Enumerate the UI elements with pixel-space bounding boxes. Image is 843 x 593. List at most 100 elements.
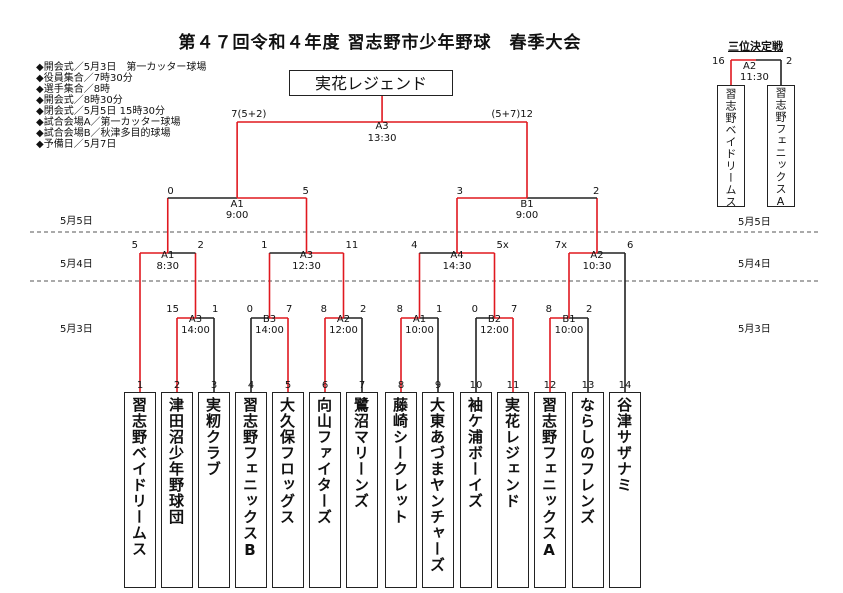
r1-score-right-4: 1 xyxy=(436,304,443,315)
team-number-11: 11 xyxy=(506,380,520,391)
team-number-2: 2 xyxy=(173,380,181,391)
team-number-8: 8 xyxy=(397,380,405,391)
info-line-4: ◆開会式／8時30分 xyxy=(36,95,123,106)
team-box-4: 習志野フェニックスB xyxy=(235,392,267,588)
r1-time-3: 12:00 xyxy=(329,325,358,336)
date-label-may4: 5月4日 xyxy=(60,259,93,270)
r2-score-right-2: 11 xyxy=(345,240,359,251)
r1-score-right-6: 2 xyxy=(586,304,593,315)
team-number-9: 9 xyxy=(434,380,442,391)
r1-score-right-5: 7 xyxy=(511,304,518,315)
r1-time-4: 10:00 xyxy=(405,325,434,336)
r1-time-1: 14:00 xyxy=(181,325,210,336)
third-place-team-right: 習志野フェニックスA xyxy=(767,85,795,207)
date-label-may5: 5月5日 xyxy=(60,216,93,227)
team-box-12: 習志野フェニックスA xyxy=(534,392,566,588)
date-label-may3: 5月3日 xyxy=(60,324,93,335)
team-number-6: 6 xyxy=(321,380,329,391)
team-number-3: 3 xyxy=(210,380,218,391)
r2-score-left-2: 1 xyxy=(261,240,268,251)
team-number-5: 5 xyxy=(284,380,292,391)
r1-time-6: 10:00 xyxy=(554,325,584,336)
r1-code-1: A3 xyxy=(188,314,203,325)
team-box-8: 藤崎シークレット xyxy=(385,392,417,588)
final-score-right: (5+7)12 xyxy=(491,109,533,120)
third-place-score-left: 16 xyxy=(712,56,725,67)
r2-time-2: 12:30 xyxy=(292,261,321,272)
final-time: 13:30 xyxy=(367,133,397,144)
team-number-14: 14 xyxy=(618,380,632,391)
date-label-may3-right: 5月3日 xyxy=(738,324,771,335)
team-box-1: 習志野ベイドリームス xyxy=(124,392,156,588)
r1-score-right-2: 7 xyxy=(286,304,293,315)
r2-score-left-3: 4 xyxy=(411,240,418,251)
team-box-9: 大東あづまヤンチャーズ xyxy=(422,392,454,588)
page-title: 第４７回令和４年度 習志野市少年野球 春季大会 xyxy=(178,33,582,53)
team-number-7: 7 xyxy=(358,380,366,391)
third-place-team-left: 習志野ベイドリームス xyxy=(717,85,745,207)
team-number-1: 1 xyxy=(136,380,144,391)
team-number-13: 13 xyxy=(581,380,595,391)
r1-code-2: B3 xyxy=(262,314,277,325)
sf-score-left-1: 0 xyxy=(167,186,174,197)
r1-score-left-4: 8 xyxy=(396,304,403,315)
sf-time-2: 9:00 xyxy=(515,210,539,221)
sf-time-1: 9:00 xyxy=(225,210,249,221)
team-box-10: 袖ケ浦ボーイズ xyxy=(460,392,492,588)
info-line-7: ◆試合会場B／秋津多目的球場 xyxy=(36,128,171,139)
r2-score-left-1: 5 xyxy=(131,240,138,251)
r2-score-left-4: 7x xyxy=(554,240,567,251)
r2-time-1: 8:30 xyxy=(156,261,179,272)
team-box-6: 向山ファイターズ xyxy=(309,392,341,588)
team-box-5: 大久保フロッグス xyxy=(272,392,304,588)
third-place-date: 5月5日 xyxy=(738,217,771,228)
r1-code-6: B1 xyxy=(562,314,576,325)
info-line-8: ◆予備日／5月7日 xyxy=(36,139,117,150)
team-box-13: ならしのフレンズ xyxy=(572,392,604,588)
third-place-code: A2 xyxy=(743,61,757,72)
team-box-14: 谷津サザナミ xyxy=(609,392,641,588)
info-line-1: ◆開会式／5月3日 第一カッター球場 xyxy=(36,62,207,73)
r2-score-right-1: 2 xyxy=(197,240,204,251)
sf-code-2: B1 xyxy=(520,199,534,210)
r2-time-4: 10:30 xyxy=(582,261,612,272)
team-box-2: 津田沼少年野球団 xyxy=(161,392,193,588)
r1-score-left-3: 8 xyxy=(320,304,327,315)
team-box-7: 鷺沼マリーンズ xyxy=(346,392,378,588)
r2-code-1: A1 xyxy=(161,250,175,261)
r1-score-left-1: 15 xyxy=(166,304,179,315)
r2-code-4: A2 xyxy=(590,250,604,261)
r1-code-4: A1 xyxy=(412,314,427,325)
third-place-title: 三位決定戦 xyxy=(728,40,783,53)
third-place-time: 11:30 xyxy=(740,72,769,83)
r2-code-3: A4 xyxy=(450,250,464,261)
r1-score-left-2: 0 xyxy=(246,304,253,315)
r2-score-right-4: 6 xyxy=(627,240,634,251)
final-code: A3 xyxy=(375,121,389,132)
r2-code-2: A3 xyxy=(299,250,314,261)
r1-time-2: 14:00 xyxy=(255,325,284,336)
date-label-may4-right: 5月4日 xyxy=(738,259,771,270)
team-number-12: 12 xyxy=(543,380,557,391)
r1-time-5: 12:00 xyxy=(480,325,509,336)
r1-score-left-6: 8 xyxy=(545,304,552,315)
r2-score-right-3: 5x xyxy=(496,240,509,251)
info-line-5: ◆閉会式／5月5日 15時30分 xyxy=(36,106,166,117)
sf-score-right-1: 5 xyxy=(302,186,309,197)
r1-score-right-3: 2 xyxy=(360,304,367,315)
team-number-4: 4 xyxy=(247,380,255,391)
sf-score-right-2: 2 xyxy=(593,186,600,197)
sf-code-1: A1 xyxy=(230,199,244,210)
third-place-score-right: 2 xyxy=(786,56,793,67)
final-score-left: 7(5+2) xyxy=(231,109,267,120)
r1-score-left-5: 0 xyxy=(471,304,478,315)
team-number-10: 10 xyxy=(469,380,483,391)
r1-score-right-1: 1 xyxy=(212,304,219,315)
info-line-2: ◆役員集合／7時30分 xyxy=(36,73,133,84)
sf-score-left-2: 3 xyxy=(456,186,463,197)
r1-code-5: B2 xyxy=(487,314,502,325)
team-box-3: 実籾クラブ xyxy=(198,392,230,588)
info-line-6: ◆試合会場A／第一カッター球場 xyxy=(36,117,181,128)
